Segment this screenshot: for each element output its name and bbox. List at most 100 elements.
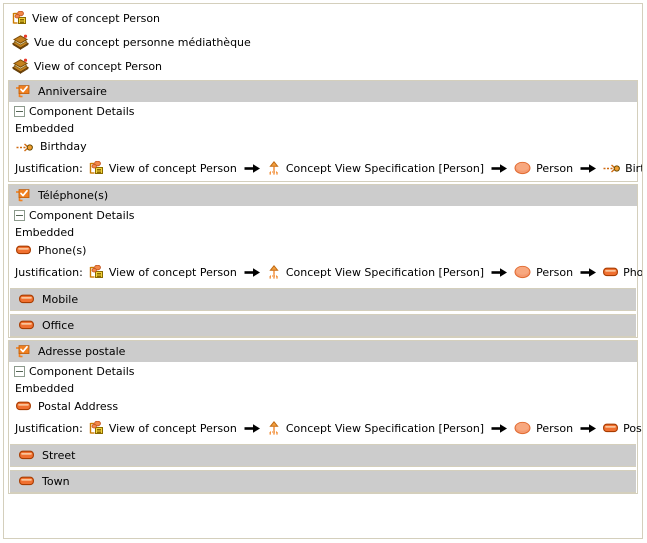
- trace-item-label: Concept View Specification [Person]: [285, 161, 485, 175]
- class-ellipse-icon: [514, 265, 531, 279]
- trace-item[interactable]: Birthday: [603, 161, 643, 175]
- book-stack-icon: [12, 58, 29, 74]
- trace-item[interactable]: Concept View Specification [Person]: [267, 264, 484, 280]
- top-row[interactable]: View of concept Person: [7, 54, 639, 78]
- trace-arrow-icon: [244, 423, 261, 434]
- component-details-row[interactable]: Component Details: [9, 207, 637, 224]
- trace-arrow-icon: [580, 163, 597, 174]
- concept-view-icon: [89, 264, 104, 280]
- trace-arrow-icon: [491, 423, 508, 434]
- section-title: Adresse postale: [38, 345, 126, 358]
- trace-arrow-icon: [580, 423, 597, 434]
- embedded-row: Embedded: [9, 224, 637, 240]
- trace-item[interactable]: Postal Address: [603, 421, 642, 435]
- justification-label: Justification:: [15, 161, 83, 175]
- trace-item-label: Birthday: [625, 161, 643, 175]
- sub-row[interactable]: Office: [10, 314, 636, 337]
- embedded-label: Embedded: [15, 381, 75, 395]
- attribute-icon: [15, 344, 31, 359]
- trace-item[interactable]: View of concept Person: [89, 420, 237, 436]
- section-header[interactable]: Téléphone(s): [9, 185, 637, 206]
- top-row-list: View of concept Person Vue du concept pe…: [7, 6, 639, 78]
- trace-arrow-icon: [244, 163, 261, 174]
- justification-row: Justification: View of concept Person Co…: [9, 261, 642, 283]
- trace-arrow-icon: [580, 267, 597, 278]
- attribute-label: Phone(s): [38, 244, 87, 257]
- collapse-minus-icon[interactable]: [14, 366, 25, 377]
- trace-item-label: View of concept Person: [108, 421, 237, 435]
- trace-arrow-icon: [491, 423, 508, 434]
- class-ellipse-icon: [514, 421, 531, 435]
- trace-item[interactable]: View of concept Person: [89, 160, 237, 176]
- datatype-icon: [603, 267, 619, 278]
- datatype-icon: [19, 476, 34, 487]
- concept-view-spec-icon: [267, 264, 281, 280]
- report-frame: View of concept Person Vue du concept pe…: [3, 3, 643, 539]
- trace-item-label: Person: [536, 421, 574, 435]
- justification-row: Justification: View of concept Person Co…: [9, 417, 642, 439]
- sub-row[interactable]: Town: [10, 470, 636, 493]
- trace-item-label: Postal Address: [623, 421, 642, 435]
- trace-item[interactable]: Concept View Specification [Person]: [267, 160, 485, 176]
- component-details-label: Component Details: [29, 365, 135, 378]
- datatype-icon: [16, 245, 31, 256]
- trace-item-label: Person: [536, 265, 574, 279]
- justification-row: Justification: View of concept Person Co…: [9, 157, 642, 179]
- attribute-icon: [15, 84, 31, 99]
- derived-attribute-icon: [16, 141, 33, 153]
- embedded-row: Embedded: [9, 120, 637, 136]
- trace-arrow-icon: [244, 267, 261, 278]
- component-details-label: Component Details: [29, 209, 135, 222]
- book-stack-icon: [12, 34, 29, 50]
- sub-row-label: Office: [42, 319, 75, 332]
- justification-label: Justification:: [15, 421, 83, 435]
- sub-row[interactable]: Mobile: [10, 288, 636, 311]
- embedded-label: Embedded: [15, 225, 75, 239]
- attribute-icon: [15, 188, 31, 203]
- trace-item-label: Concept View Specification [Person]: [285, 421, 485, 435]
- trace-arrow-icon: [244, 267, 261, 278]
- top-row[interactable]: View of concept Person: [7, 6, 639, 30]
- component-details-row[interactable]: Component Details: [9, 103, 637, 120]
- attribute-row[interactable]: Birthday: [9, 136, 637, 157]
- trace-arrow-icon: [491, 267, 508, 278]
- trace-item[interactable]: Concept View Specification [Person]: [267, 420, 485, 436]
- top-row[interactable]: Vue du concept personne médiathèque: [7, 30, 639, 54]
- trace-item[interactable]: Phone(s): [603, 265, 643, 279]
- trace-item[interactable]: View of concept Person: [89, 264, 237, 280]
- trace-arrow-icon: [491, 163, 508, 174]
- report-content: View of concept Person Vue du concept pe…: [4, 4, 642, 497]
- attribute-row[interactable]: Postal Address: [9, 396, 637, 417]
- trace-arrow-icon: [491, 267, 508, 278]
- datatype-icon: [16, 401, 31, 412]
- top-row-label: View of concept Person: [34, 59, 163, 73]
- trace-item[interactable]: Person: [514, 161, 573, 175]
- sub-row[interactable]: Street: [10, 444, 636, 467]
- datatype-icon: [19, 320, 34, 331]
- section-header[interactable]: Anniversaire: [9, 81, 637, 102]
- sub-row-label: Street: [42, 449, 76, 462]
- top-row-label: View of concept Person: [32, 11, 161, 25]
- trace-item[interactable]: Person: [514, 421, 573, 435]
- trace-item-label: Phone(s): [623, 265, 643, 279]
- section-title: Anniversaire: [38, 85, 107, 98]
- component-details-row[interactable]: Component Details: [9, 363, 637, 380]
- component-details-label: Component Details: [29, 105, 135, 118]
- trace-arrow-icon: [244, 163, 261, 174]
- concept-view-icon: [89, 160, 104, 176]
- datatype-icon: [19, 450, 34, 461]
- trace-item[interactable]: Person: [514, 265, 573, 279]
- collapse-minus-icon[interactable]: [14, 210, 25, 221]
- section-header[interactable]: Adresse postale: [9, 341, 637, 362]
- sub-row-label: Mobile: [42, 293, 79, 306]
- datatype-icon: [603, 423, 619, 434]
- trace-arrow-icon: [244, 423, 261, 434]
- collapse-minus-icon[interactable]: [14, 106, 25, 117]
- attribute-row[interactable]: Phone(s): [9, 240, 637, 261]
